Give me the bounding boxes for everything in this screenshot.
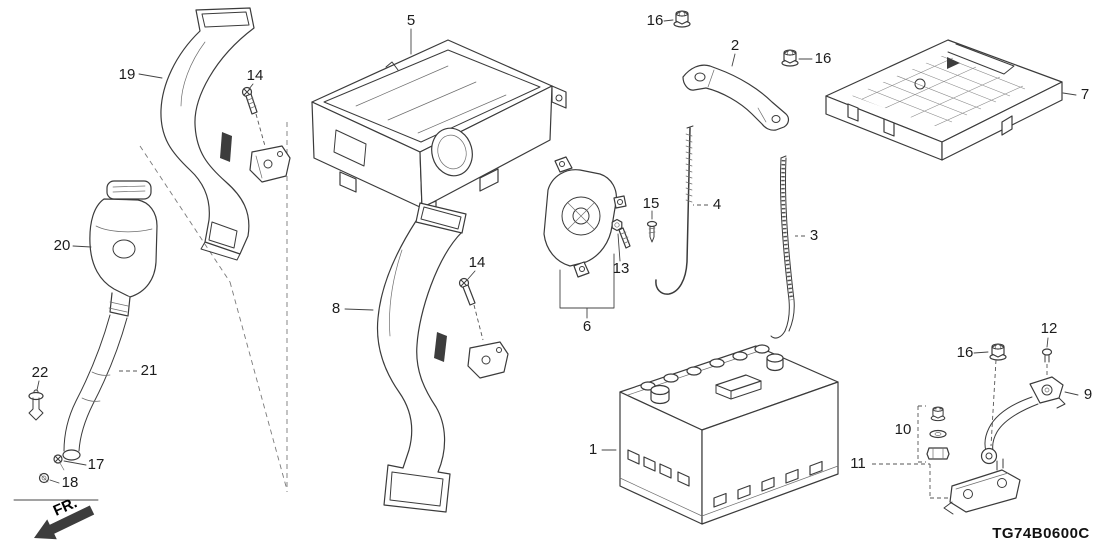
construction-line-1: [139, 145, 231, 283]
part-grommet-18: [38, 472, 50, 484]
construction-line-2: [229, 281, 288, 491]
callout-10: 10: [895, 421, 912, 438]
part-screw-17: [53, 454, 65, 471]
diagram-code: TG74B0600C: [992, 525, 1090, 542]
part-battery-cover-7: [825, 39, 1063, 161]
part-bracket-11: [943, 458, 1021, 515]
callout-14a: 14: [247, 67, 264, 84]
part-clip-22: [28, 389, 44, 421]
callout-17: 17: [88, 456, 105, 473]
part-bracket-6: [543, 156, 627, 278]
leader-20: [72, 245, 92, 248]
part-nut-16c: [989, 343, 1007, 361]
leader-6: [559, 253, 615, 319]
part-nut-16a: [673, 10, 691, 28]
callout-16c: 16: [957, 344, 974, 361]
callout-3: 3: [810, 227, 818, 244]
part-tube-21: [62, 314, 128, 461]
part-j-bolt-4: [655, 125, 694, 295]
leader-14a: [248, 83, 254, 90]
leader-16a: [663, 19, 674, 22]
leader-17: [63, 460, 87, 466]
leader-16c: [973, 351, 989, 354]
callout-13: 13: [613, 260, 630, 277]
callout-7: 7: [1081, 86, 1089, 103]
part-cable-9: [980, 359, 1066, 465]
callout-15: 15: [643, 195, 660, 212]
callout-4: 4: [713, 196, 721, 213]
part-rod-3: [770, 155, 795, 339]
fr-direction-indicator: FR.: [34, 494, 95, 540]
part-screw-14a: [241, 86, 291, 183]
callout-16b: 16: [815, 50, 832, 67]
callout-2: 2: [731, 37, 739, 54]
callout-18: 18: [62, 474, 79, 491]
leader-18: [49, 479, 60, 484]
leader-12: [1046, 337, 1049, 348]
callout-16a: 16: [647, 12, 664, 29]
callout-6: 6: [583, 318, 591, 335]
callout-9: 9: [1084, 386, 1092, 403]
callout-19: 19: [119, 66, 136, 83]
part-nut-16b: [781, 49, 799, 67]
leader-8: [344, 308, 374, 311]
part-hardware-10: [926, 406, 950, 460]
callout-12: 12: [1041, 320, 1058, 337]
callout-22: 22: [32, 364, 49, 381]
part-grommet-12: [1041, 348, 1053, 363]
callout-11: 11: [850, 455, 866, 472]
part-reservoir-20: [89, 180, 158, 317]
leader-10: [917, 405, 926, 463]
callout-20: 20: [54, 237, 71, 254]
part-battery-1: [619, 344, 839, 525]
callout-1: 1: [589, 441, 597, 458]
part-air-duct-19: [160, 7, 255, 261]
leader-14b: [467, 270, 476, 280]
callout-14b: 14: [469, 254, 486, 271]
part-air-duct-8: [376, 202, 467, 513]
leader-19: [138, 73, 163, 79]
callout-5: 5: [407, 12, 415, 29]
part-screw-15: [646, 220, 658, 243]
leader-11: [872, 463, 948, 499]
fr-arrow-icon: [34, 505, 95, 540]
leader-7: [1062, 92, 1077, 96]
callout-8: 8: [332, 300, 340, 317]
part-battery-box-5: [311, 39, 567, 222]
part-bracket-2: [682, 64, 790, 131]
leader-13: [617, 233, 621, 262]
part-screw-14b: [458, 277, 509, 379]
leader-22: [36, 380, 40, 391]
leader-9: [1064, 391, 1079, 396]
leader-2: [731, 53, 736, 67]
callout-21: 21: [141, 362, 158, 379]
part-bolt-13: [611, 218, 631, 249]
